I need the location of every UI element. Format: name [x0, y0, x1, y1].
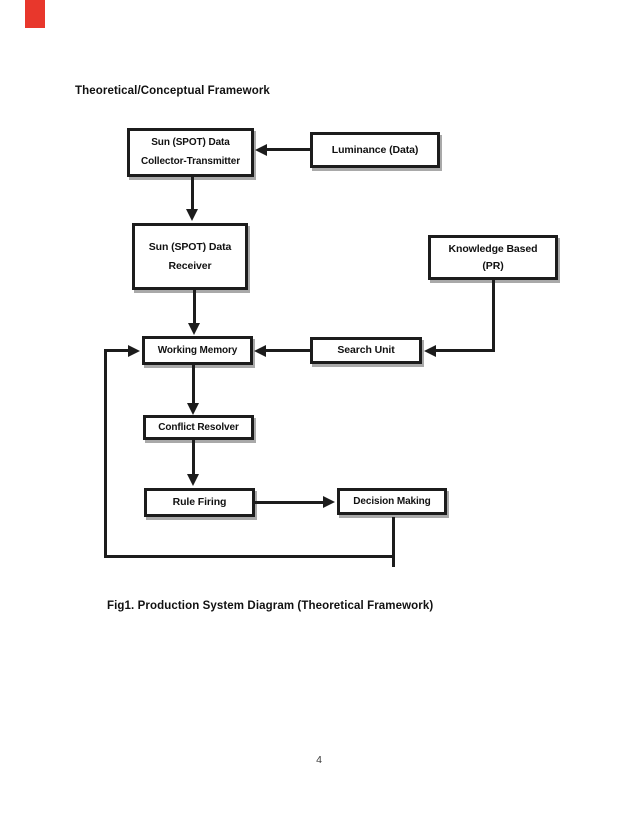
arrowhead-down-icon: [187, 474, 199, 486]
arrowhead-right-icon: [323, 496, 335, 508]
node-conflict-resolver: Conflict Resolver: [143, 415, 254, 440]
connector-decision-down: [392, 517, 395, 567]
node-label: Rule Firing: [172, 496, 227, 509]
page-title: Theoretical/Conceptual Framework: [75, 85, 270, 97]
node-working-memory: Working Memory: [142, 336, 253, 365]
node-sun-spot-data-receiver: Sun (SPOT) Data Receiver: [132, 223, 248, 290]
node-label: Knowledge Based: [448, 243, 538, 256]
red-marker-bar: [25, 0, 45, 28]
connector-feedback-left: [104, 349, 107, 558]
node-knowledge-based-pr: Knowledge Based (PR): [428, 235, 558, 280]
node-label: Sun (SPOT) Data: [151, 137, 230, 148]
connector-luminance-to-collector: [267, 148, 310, 151]
node-search-unit: Search Unit: [310, 337, 422, 364]
connector-rule-firing-to-decision: [255, 501, 323, 504]
node-decision-making: Decision Making: [337, 488, 447, 515]
node-rule-firing: Rule Firing: [144, 488, 255, 517]
connector-search-to-working-memory: [266, 349, 310, 352]
node-label: Collector-Transmitter: [140, 155, 241, 167]
connector-knowledge-to-search: [436, 349, 495, 352]
node-sun-spot-data-collector-transmitter: Sun (SPOT) Data Collector-Transmitter: [127, 128, 254, 177]
arrowhead-left-icon: [254, 345, 266, 357]
arrowhead-right-icon: [128, 345, 140, 357]
connector-knowledge-down: [492, 280, 495, 352]
arrowhead-down-icon: [186, 209, 198, 221]
connector-feedback-to-working-memory: [104, 349, 129, 352]
node-label: (PR): [482, 259, 504, 272]
connector-working-memory-to-conflict: [192, 365, 195, 403]
node-label: Conflict Resolver: [158, 421, 239, 433]
node-label: Luminance (Data): [331, 143, 419, 156]
node-label: Decision Making: [353, 495, 431, 507]
connector-collector-to-receiver: [191, 177, 194, 210]
arrowhead-down-icon: [187, 403, 199, 415]
node-label: Receiver: [168, 259, 212, 272]
connector-conflict-to-rule-firing: [192, 440, 195, 474]
node-label: Search Unit: [337, 344, 395, 357]
node-label: Working Memory: [157, 344, 238, 356]
connector-feedback-bottom: [104, 555, 395, 558]
arrowhead-left-icon: [255, 144, 267, 156]
arrowhead-down-icon: [188, 323, 200, 335]
node-luminance-data: Luminance (Data): [310, 132, 440, 168]
figure-caption: Fig1. Production System Diagram (Theoret…: [107, 600, 434, 612]
page-number: 4: [316, 754, 322, 766]
connector-receiver-to-working-memory: [193, 290, 196, 323]
node-label: Sun (SPOT) Data: [148, 241, 232, 254]
arrowhead-left-icon: [424, 345, 436, 357]
